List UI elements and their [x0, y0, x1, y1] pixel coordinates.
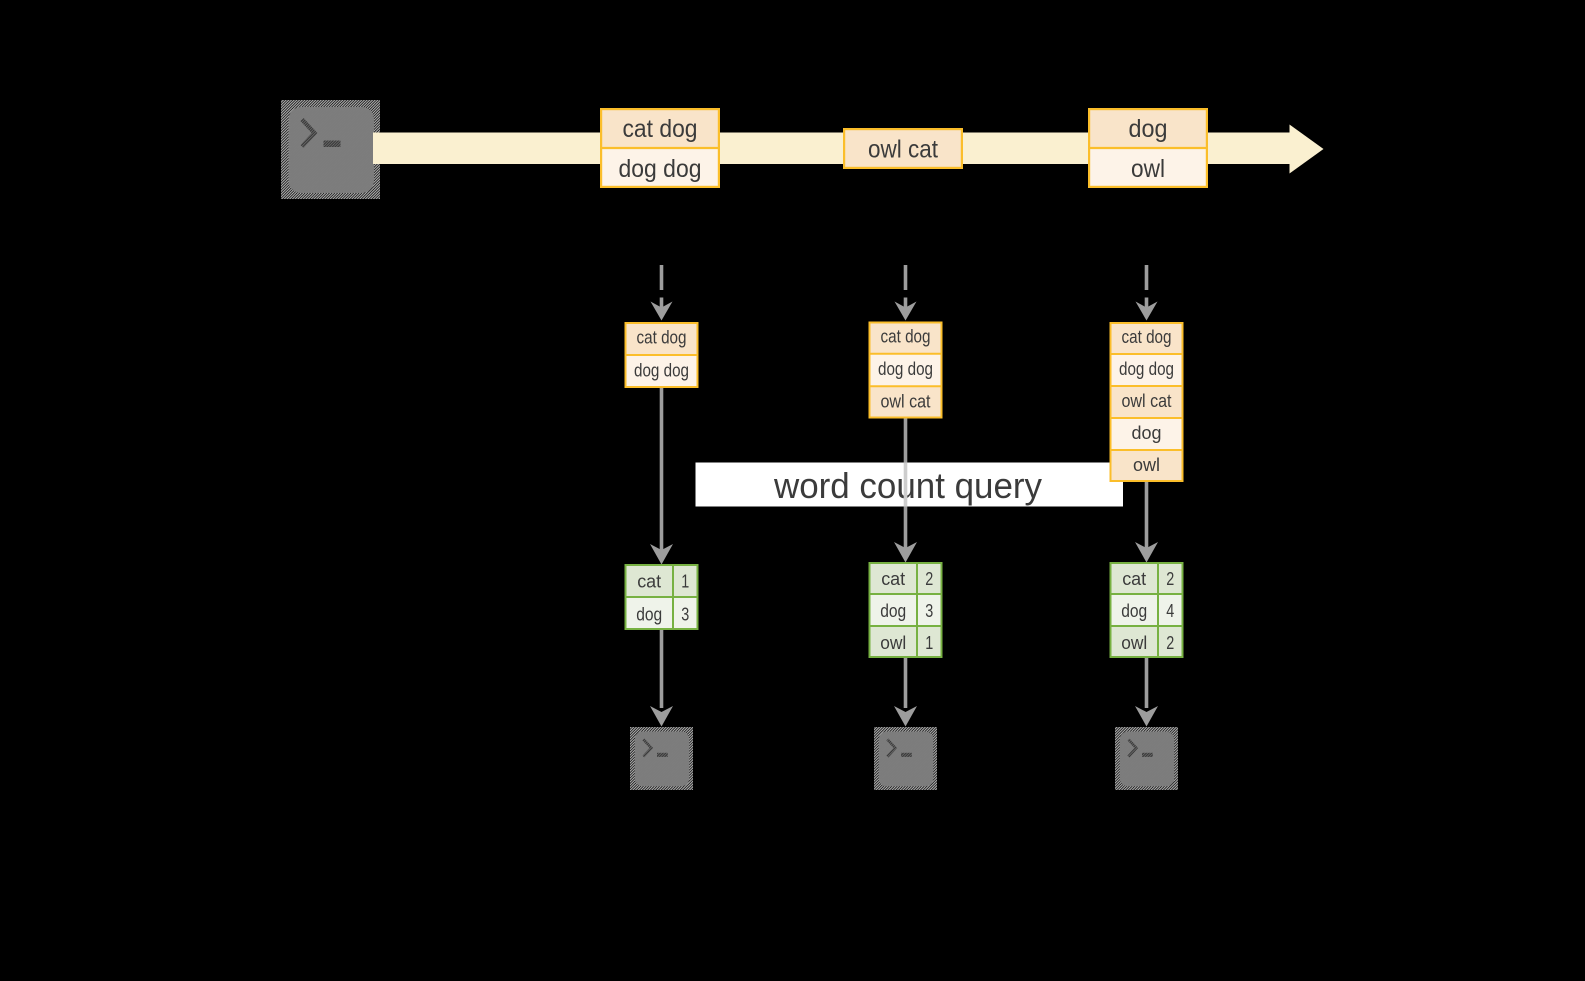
svg-text:2: 2	[1166, 633, 1174, 653]
svg-text:cat: cat	[1122, 569, 1146, 589]
svg-text:owl: owl	[1133, 455, 1160, 475]
svg-text:dog dog: dog dog	[619, 155, 702, 183]
svg-text:owl: owl	[1131, 155, 1165, 183]
svg-text:owl cat: owl cat	[1122, 391, 1172, 411]
svg-text:2: 2	[925, 569, 933, 589]
svg-text:dog: dog	[880, 601, 906, 621]
svg-text:word count query: word count query	[773, 465, 1042, 506]
svg-text:dog: dog	[1129, 115, 1168, 143]
svg-text:2: 2	[1166, 569, 1174, 589]
svg-text:3: 3	[925, 601, 933, 621]
svg-text:dog dog: dog dog	[878, 359, 933, 379]
svg-text:dog: dog	[636, 605, 662, 625]
svg-text:dog: dog	[1121, 601, 1147, 621]
svg-text:owl: owl	[1121, 633, 1147, 653]
svg-text:dog dog: dog dog	[634, 361, 689, 381]
svg-text:owl cat: owl cat	[881, 391, 931, 411]
svg-text:4: 4	[1166, 601, 1174, 621]
svg-text:cat dog: cat dog	[881, 327, 931, 347]
svg-text:1: 1	[925, 633, 933, 653]
svg-text:cat: cat	[637, 572, 661, 592]
svg-text:cat: cat	[881, 569, 905, 589]
svg-text:cat dog: cat dog	[637, 328, 687, 348]
svg-text:owl cat: owl cat	[868, 136, 938, 164]
svg-text:dog: dog	[1132, 423, 1162, 443]
svg-text:1: 1	[681, 572, 689, 592]
svg-text:3: 3	[681, 605, 689, 625]
svg-text:cat dog: cat dog	[1122, 327, 1172, 347]
svg-text:dog dog: dog dog	[1119, 359, 1174, 379]
svg-text:owl: owl	[880, 633, 906, 653]
svg-text:cat dog: cat dog	[623, 115, 698, 143]
